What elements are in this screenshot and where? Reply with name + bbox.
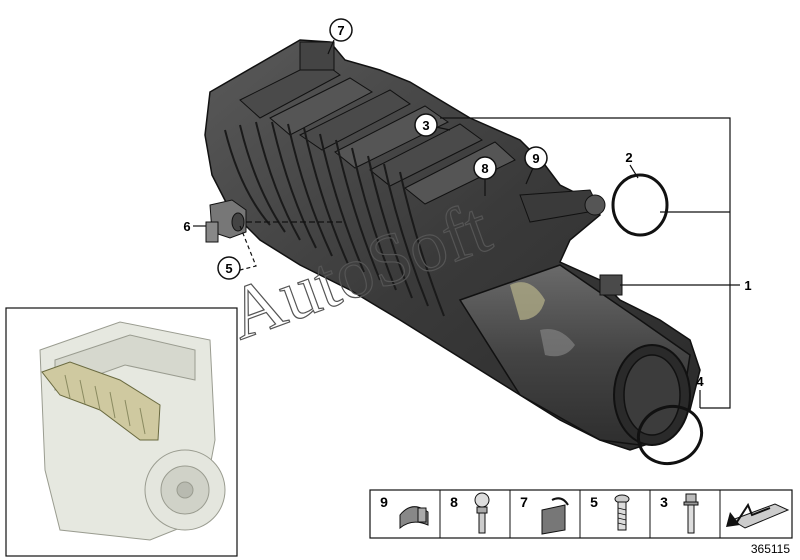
callout-8: 8 [473, 156, 497, 180]
callout-3: 3 [414, 113, 438, 137]
callouts: 7 3 8 9 5 6 2 1 4 [183, 18, 752, 389]
legend-num-9: 9 [380, 494, 388, 510]
ball-stud-icon [474, 492, 490, 534]
callout-2-label: 2 [625, 150, 632, 165]
leader-lines [193, 39, 740, 409]
bolt-icon [683, 493, 699, 534]
callout-3-label: 3 [422, 118, 429, 133]
figure-number: 365115 [751, 542, 790, 556]
callout-6-label: 6 [183, 219, 190, 234]
legend-num-3: 3 [660, 494, 668, 510]
callout-5: 5 [217, 256, 241, 280]
pressure-sensor [205, 199, 247, 243]
callout-7-label: 7 [337, 23, 344, 38]
parts-legend: 9 8 7 5 [369, 489, 793, 539]
engine-inset [5, 307, 238, 557]
clip-icon [541, 497, 569, 535]
callout-9: 9 [524, 146, 548, 170]
callout-9-label: 9 [532, 151, 539, 166]
callout-7: 7 [329, 18, 353, 42]
legend-num-8: 8 [450, 494, 458, 510]
callout-4-label: 4 [696, 374, 704, 389]
clamp-icon [399, 506, 429, 530]
callout-1-label: 1 [744, 278, 751, 293]
legend-num-7: 7 [520, 494, 528, 510]
callout-8-label: 8 [481, 161, 488, 176]
seal-ring-2 [611, 173, 669, 237]
callout-5-label: 5 [225, 261, 232, 276]
legend-num-5: 5 [590, 494, 598, 510]
arrow-plate-icon [726, 502, 790, 529]
seal-ring-4 [636, 405, 704, 465]
screw-icon [614, 494, 630, 531]
